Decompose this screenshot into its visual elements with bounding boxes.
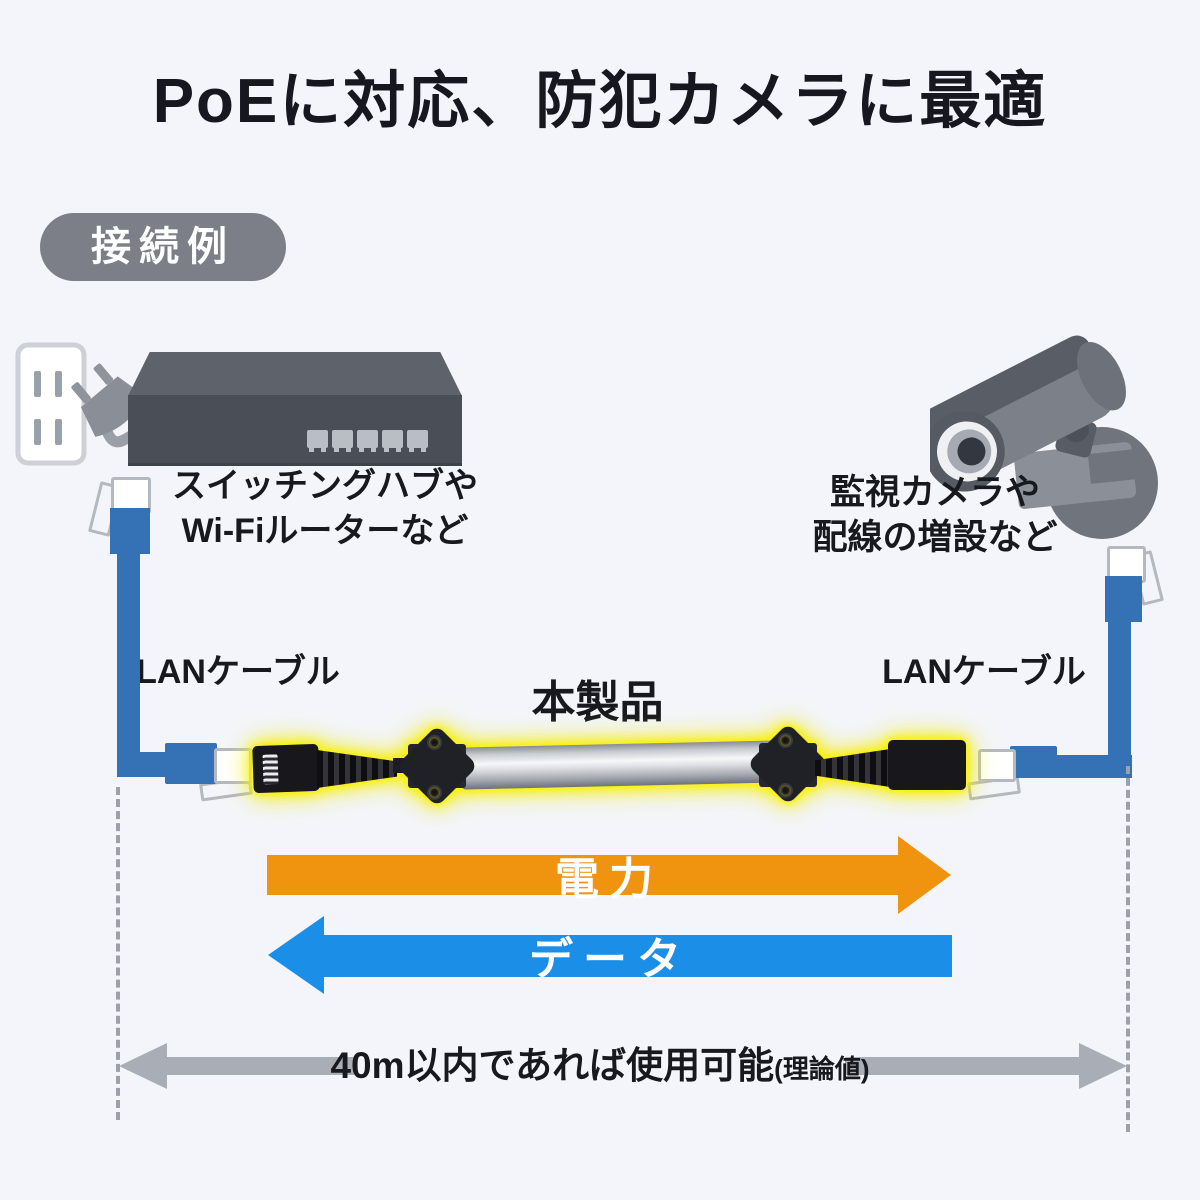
range-arrow-left-body xyxy=(164,1057,354,1075)
range-arrow-right-body xyxy=(845,1057,1081,1075)
security-camera-icon xyxy=(930,335,1158,539)
screw-hole xyxy=(427,735,442,750)
rj45-plug-body xyxy=(165,743,217,784)
connection-example-badge: 接続例 xyxy=(40,213,286,281)
power-plug-icon xyxy=(71,363,145,437)
lan-cable-right-elbow xyxy=(1052,755,1132,778)
strain-relief-left xyxy=(317,750,397,788)
camera-caption-line2: 配線の増設など xyxy=(812,518,1058,557)
rj45-plug-icon xyxy=(978,749,1016,782)
coupler-left xyxy=(252,743,320,794)
lan-cable-label-left: LANケーブル xyxy=(136,653,340,691)
rj45-plug-icon xyxy=(214,748,252,784)
rj45-plug-body xyxy=(1010,746,1057,778)
power-arrow: 電力 xyxy=(267,836,951,914)
poe-extender-icon xyxy=(250,722,970,808)
product-label: 本製品 xyxy=(531,678,664,727)
hub-port xyxy=(382,430,403,452)
power-outlet-icon xyxy=(15,342,145,466)
screw-hole xyxy=(427,785,442,800)
lan-cable-right xyxy=(1108,614,1131,778)
switching-hub-icon xyxy=(128,352,462,396)
coupler-right xyxy=(888,740,966,790)
screw-hole xyxy=(778,733,793,748)
dashed-guide-left xyxy=(116,787,120,1120)
range-label-note: (理論値) xyxy=(774,1054,870,1084)
hub-ports xyxy=(307,430,428,452)
range-arrow-right-head xyxy=(1079,1043,1127,1089)
range-arrow-left-head xyxy=(119,1043,167,1089)
power-arrow-label: 電力 xyxy=(555,855,663,904)
page-title: PoEに対応、防犯カメラに最適 xyxy=(152,67,1048,136)
hub-port xyxy=(332,430,353,452)
screw-hole xyxy=(778,783,793,798)
data-arrow: データ xyxy=(268,916,952,994)
flat-cable xyxy=(461,740,779,790)
range-label: 40m以内であれば使用可能(理論値) xyxy=(300,1040,900,1092)
lan-cable-left-elbow xyxy=(117,752,173,777)
hub-port xyxy=(307,430,328,452)
strain-relief-right xyxy=(815,749,890,787)
data-arrow-label: データ xyxy=(529,935,691,984)
camera-caption: 監視カメラや 配線の増設など xyxy=(750,470,1120,560)
hub-caption: スイッチングハブや Wi-Fiルーターなど xyxy=(140,464,510,554)
lan-cable-left xyxy=(117,550,140,760)
dashed-guide-right xyxy=(1126,766,1130,1132)
switching-hub-front xyxy=(128,395,462,466)
rj45-plug-body xyxy=(110,508,150,554)
hub-port xyxy=(407,430,428,452)
lan-cable-label-right: LANケーブル xyxy=(882,653,1086,691)
hub-caption-line1: スイッチングハブや xyxy=(172,467,478,505)
product-label-sticker xyxy=(262,754,279,785)
data-arrow-body xyxy=(324,935,952,977)
camera-caption-line1: 監視カメラや xyxy=(829,473,1040,512)
power-arrow-body xyxy=(267,855,898,895)
hub-port xyxy=(357,430,378,452)
hub-caption-line2: Wi-Fiルーターなど xyxy=(181,512,469,550)
range-label-main: 40m以内であれば使用可能 xyxy=(330,1045,775,1086)
